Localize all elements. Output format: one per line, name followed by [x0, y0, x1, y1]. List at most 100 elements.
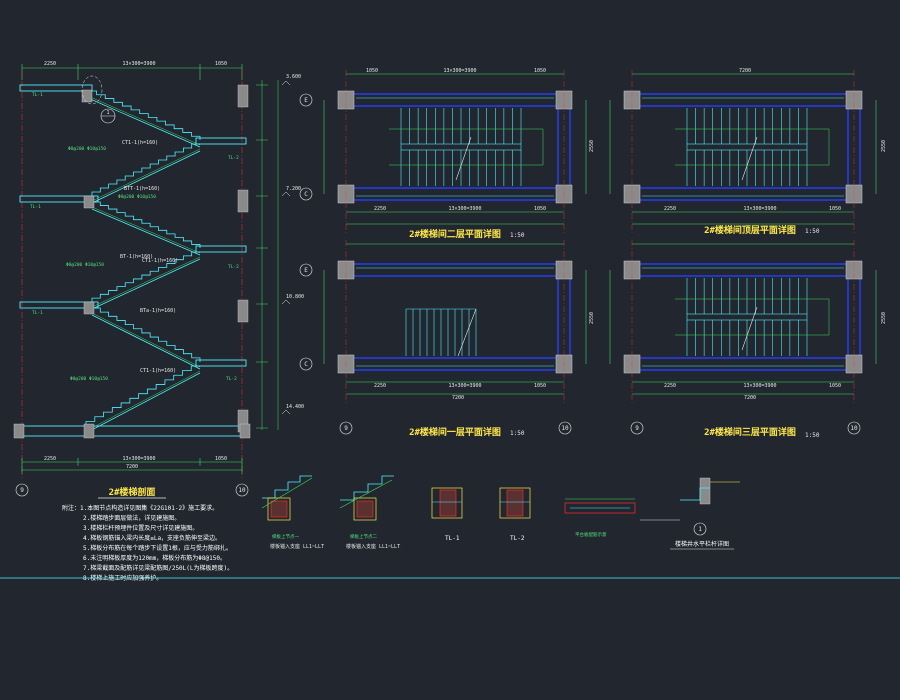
- section-landings: [19, 84, 247, 437]
- plan-dim-total: 7200: [452, 395, 464, 401]
- stair-step-profile: [88, 90, 201, 140]
- plan-dim: 13×300=3900: [443, 68, 476, 74]
- plan-scale: 1:50: [805, 432, 820, 439]
- stair-soffit: [91, 208, 201, 256]
- break-line: [457, 308, 477, 357]
- tread-label: CT1-1(h=160): [122, 140, 158, 146]
- elevation-label: 14.400: [286, 404, 304, 410]
- stair-soffit: [91, 258, 201, 310]
- stair-well: [686, 313, 808, 321]
- plan-wall-top: [345, 263, 565, 277]
- tread-label: BTT-1(h=160): [124, 186, 160, 192]
- beam-callout: TL-1: [32, 310, 43, 316]
- axis-label: 10: [238, 487, 246, 494]
- plan-axis-bubble-10-left: 10: [558, 421, 572, 435]
- stair-rebar: [87, 95, 201, 146]
- section-axis-bubble-9: 9: [15, 483, 29, 497]
- plan-dim: 1050: [534, 383, 546, 389]
- section-elevation-column: [256, 80, 279, 430]
- axis-label: E: [304, 97, 308, 104]
- section-rebar-labels: Φ8@200 Φ10@150 Φ8@200 Φ10@150 Φ8@200 Φ10…: [66, 146, 156, 382]
- plan-view-3: [323, 240, 587, 404]
- plan-dim: 13×300=3900: [448, 206, 481, 212]
- detail-caption: TL-2: [510, 535, 525, 542]
- section-dim-top-mid: 13×300=3900: [122, 61, 155, 67]
- stair-flight: [85, 365, 201, 434]
- stair-step-profile: [85, 365, 200, 426]
- plan-scale: 1:50: [510, 232, 525, 239]
- section-wall-columns: [13, 84, 251, 439]
- note-line: 5.梯板分布筋在每个踏步下设置1根，应与受力筋绑扎。: [83, 544, 232, 552]
- stair-soffit: [87, 97, 201, 148]
- plan-views: [323, 70, 877, 404]
- rebar-label: Φ8@200 Φ10@150: [118, 194, 156, 200]
- stair-railing-detail: 1 楼梯井水平栏杆详图: [640, 477, 740, 550]
- stair-step-profile: [91, 251, 200, 302]
- detail-caption: 梯板上节点二: [350, 533, 377, 540]
- axis-label: 10: [561, 425, 569, 432]
- stair-rebar: [85, 370, 201, 432]
- plan-axis-bubble-e-top: E: [299, 93, 313, 107]
- plan-scale: 1:50: [510, 430, 525, 437]
- plan-dim: 2250: [374, 383, 386, 389]
- axis-label: E: [304, 267, 308, 274]
- break-line: [741, 306, 758, 351]
- tread-label: CT1-1(h=160): [140, 368, 176, 374]
- axis-label: 9: [635, 425, 639, 432]
- tread-label: BTa-1(h=160): [140, 308, 176, 314]
- plan-title: 2#楼梯间一层平面详图: [409, 426, 501, 438]
- plan-dim: 2250: [374, 206, 386, 212]
- plan-axis-bubble-c-bottom: C: [299, 357, 313, 371]
- break-line: [741, 136, 758, 181]
- beam-callout: TL-2: [226, 376, 237, 382]
- section-axis-lines: [21, 70, 243, 478]
- stair-soffit: [91, 150, 201, 204]
- stair-well: [400, 143, 522, 151]
- stair-step-profile: [91, 143, 200, 196]
- detail-caption: 平台板配筋示意: [575, 531, 607, 538]
- stair-soffit: [91, 314, 201, 370]
- beam-callout: TL-2: [228, 264, 239, 270]
- stair-flight: [91, 143, 201, 204]
- stair-rebar: [91, 256, 201, 308]
- plan-axis-bubble-9-right: 9: [630, 421, 644, 435]
- detail-beam-tl1: TL-1: [431, 487, 463, 542]
- axis-label: C: [304, 361, 308, 368]
- notes-block: 附注：1.本图节点构造详见图集《22G101-2》施工要求。 2.楼梯踏步面层做…: [62, 504, 233, 582]
- plan-wall-top: [631, 263, 855, 277]
- plan-dim: 1050: [829, 206, 841, 212]
- stair-step-profile: [92, 201, 201, 248]
- plan-dim: 13×300=3900: [743, 383, 776, 389]
- elevation-label: 7.200: [286, 186, 301, 192]
- tread-label: BT-1(h=160): [120, 254, 153, 260]
- plan-title: 2#楼梯间二层平面详图: [409, 228, 501, 240]
- rebar-label: Φ8@200 Φ10@150: [66, 262, 104, 268]
- plan-axis-bubble-9-left: 9: [339, 421, 353, 435]
- elevation-label: 10.800: [286, 294, 304, 300]
- section-dim-top-left: 2250: [44, 61, 56, 67]
- section-elevation-marks: [281, 80, 291, 415]
- plan-wall-top: [631, 93, 855, 107]
- plan-wall-bottom: [345, 187, 565, 201]
- beam-callout: TL-2: [228, 155, 239, 161]
- plan-dim-total: 7200: [744, 395, 756, 401]
- note-line: 7.梯梁截面及配筋详见梁配筋图/250L(L为梯板跨度)。: [83, 564, 233, 572]
- note-line: 3.楼梯栏杆预埋件位置及尺寸详见建施图。: [83, 524, 198, 532]
- detail-caption: TL-1: [445, 535, 460, 542]
- stair-detail-title: 楼梯井水平栏杆详图: [675, 540, 729, 548]
- section-callouts: TL-1 TL-2 TL-1 TL-2 TL-1 TL-2: [30, 92, 239, 382]
- section-flights: [85, 90, 201, 434]
- section-tread-labels: CT1-1(h=160) BTT-1(h=160) BT-1(h=160) CT…: [120, 140, 178, 374]
- note-line: 4.梯板钢筋锚入梁内长度≥La，支座负筋伸至梁边。: [83, 534, 221, 542]
- plan-side-dim: 2550: [589, 312, 595, 324]
- detail-slab: 平台板配筋示意: [564, 498, 636, 538]
- plan-dim: 2250: [664, 383, 676, 389]
- plan-dim: 13×300=3900: [448, 383, 481, 389]
- plan-wall-top: [345, 93, 565, 107]
- stair-rebar: [91, 148, 201, 202]
- plan-scale: 1:50: [805, 228, 820, 235]
- section-axis-bubble-10: 10: [235, 483, 249, 497]
- stair-flight: [91, 307, 201, 370]
- plan-side-dim: 2550: [881, 312, 887, 324]
